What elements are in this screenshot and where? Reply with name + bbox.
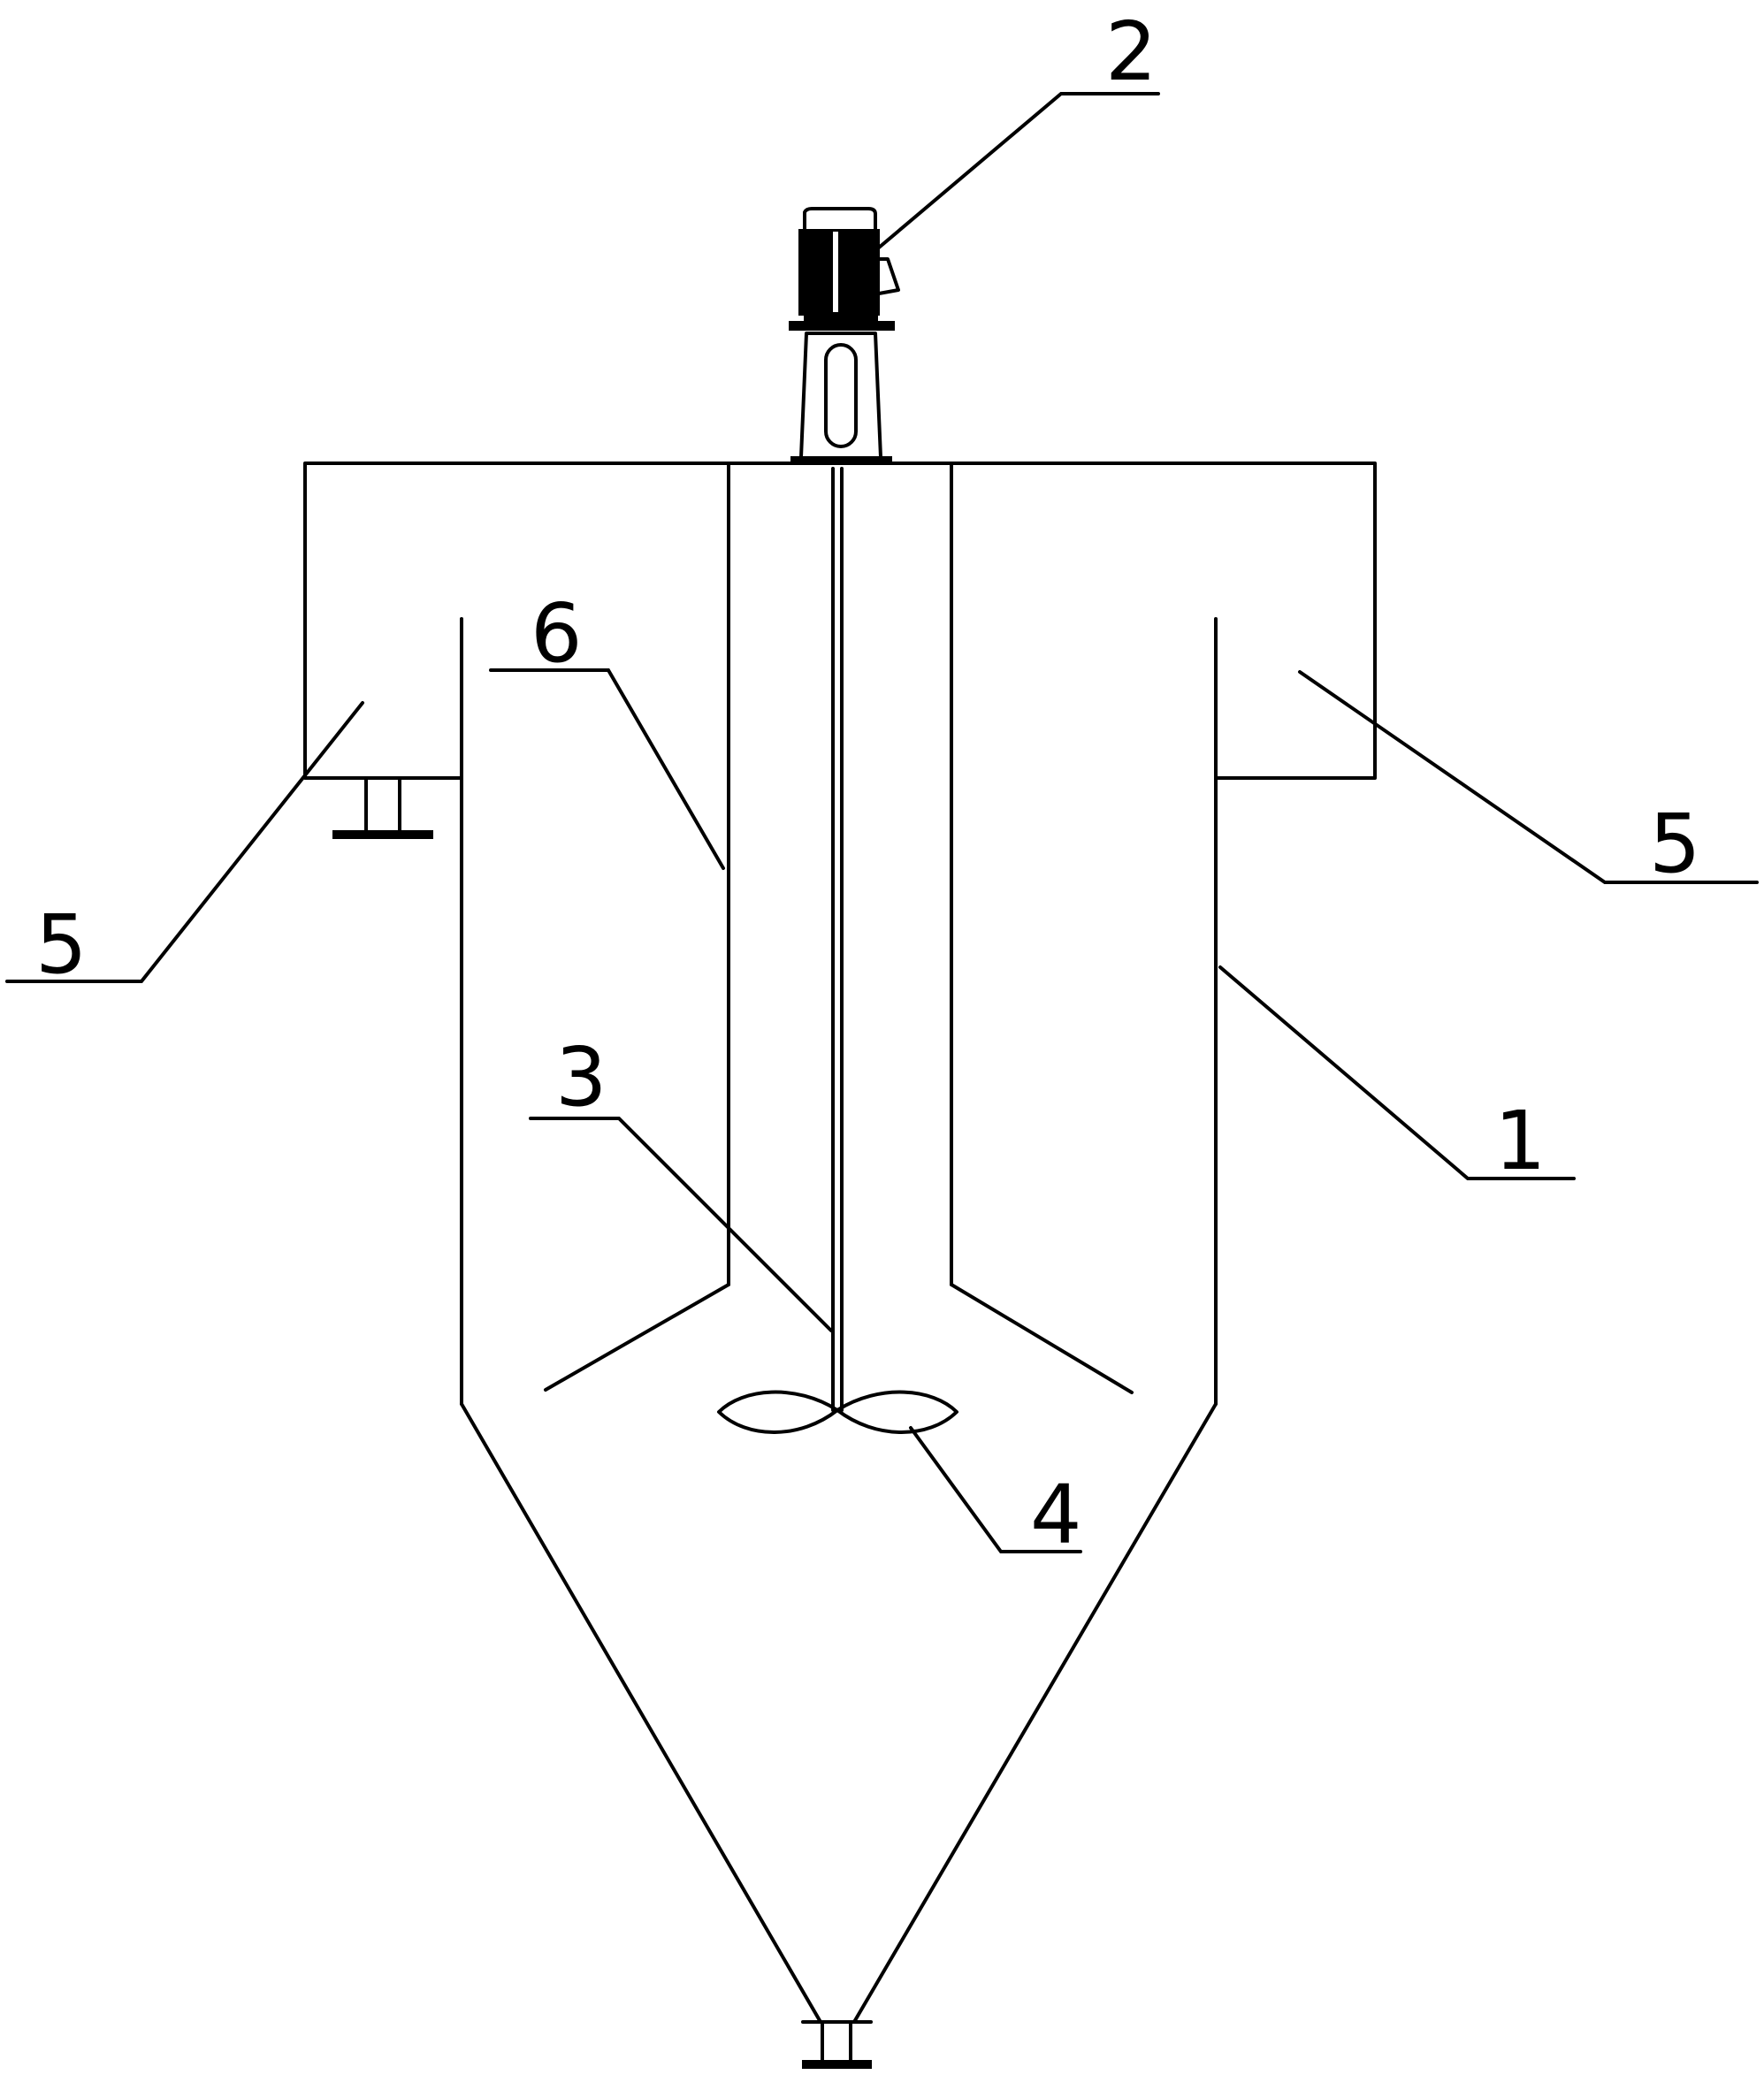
motor-base-plate: [790, 456, 892, 465]
left-outlet-flange: [332, 776, 433, 839]
motor-assembly: [789, 207, 900, 465]
motor-cap: [803, 207, 877, 233]
impeller-blade-left: [717, 1390, 839, 1434]
motor-body: [798, 229, 880, 316]
motor-stand-slot: [824, 343, 858, 448]
bottom-outlet: [801, 2020, 873, 2069]
leader-trough-right: [1298, 670, 1759, 884]
label-trough-left: 5: [35, 897, 88, 992]
motor-terminal-box: [877, 257, 900, 295]
leader-impeller: [909, 1426, 1082, 1553]
tank-body: [460, 776, 1218, 2069]
impeller: [717, 1390, 958, 1434]
tank-cone: [460, 1402, 1218, 2024]
leader-shaft: [529, 1117, 833, 1332]
shaft: [831, 467, 844, 1412]
label-motor: 2: [1105, 4, 1157, 99]
leader-tank-body: [1218, 965, 1576, 1180]
label-shaft: 3: [555, 1030, 607, 1125]
impeller-blade-right: [836, 1390, 958, 1434]
leader-trough-left: [5, 701, 364, 983]
motor-stand: [799, 332, 882, 459]
guide-skirt-left: [544, 1283, 730, 1392]
leader-lines: [5, 92, 1759, 1553]
leader-motor: [877, 92, 1160, 249]
label-impeller: 4: [1030, 1468, 1082, 1562]
label-guide-cylinder: 6: [531, 586, 583, 681]
guide-cylinder: [544, 463, 1134, 1394]
motor-body-highlight: [833, 232, 838, 313]
leader-guide-cylinder: [489, 668, 725, 870]
label-tank-body: 1: [1494, 1094, 1546, 1188]
part-labels: 2 6 5 5 1 3 4: [35, 4, 1701, 1562]
motor-flange: [789, 321, 895, 331]
guide-skirt-right: [950, 1283, 1134, 1394]
label-trough-right: 5: [1649, 797, 1701, 891]
